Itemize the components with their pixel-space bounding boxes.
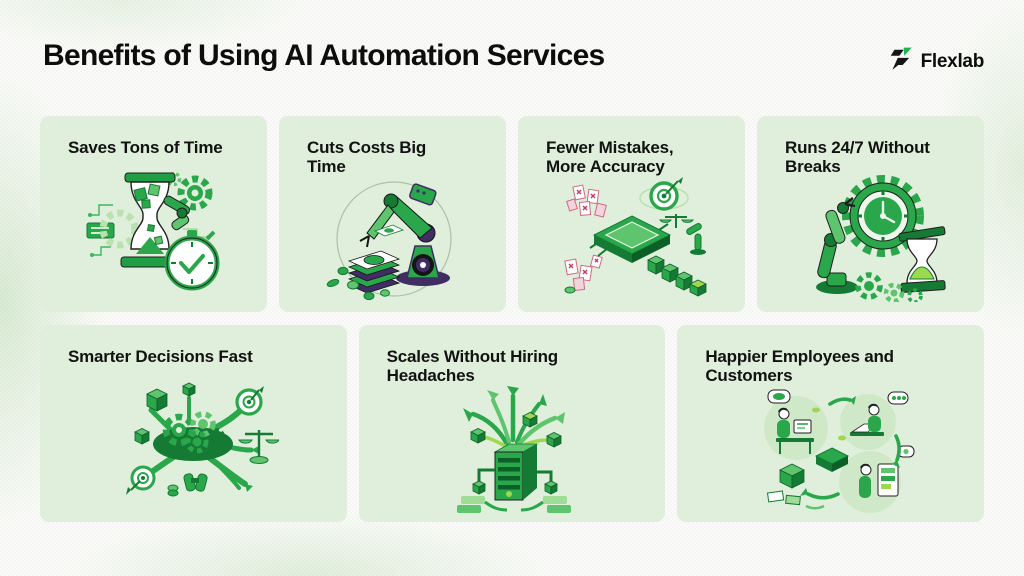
flexlab-arrow-bolt-icon	[888, 46, 914, 77]
card-title: Scales Without Hiring Headaches	[386, 347, 559, 386]
card-smarter-decisions: Smarter Decisions Fast	[40, 325, 347, 522]
robot-arm-clock-hourglass-illustration	[785, 175, 958, 303]
card-title: Smarter Decisions Fast	[68, 347, 253, 366]
card-title: Saves Tons of Time	[68, 138, 223, 157]
card-title: Fewer Mistakes, More Accuracy	[546, 138, 674, 177]
card-title: Runs 24/7 Without Breaks	[785, 138, 930, 177]
chip-target-error-docs-illustration	[546, 176, 719, 300]
brand-logo: Flexlab	[888, 46, 984, 77]
card-runs-247: Runs 24/7 Without Breaks	[757, 116, 984, 312]
gear-brain-arrows-illustration	[68, 366, 321, 510]
server-growth-tree-illustration	[387, 385, 640, 513]
header: Benefits of Using AI Automation Services…	[43, 40, 984, 77]
card-saves-time: Saves Tons of Time	[40, 116, 267, 312]
card-happier-people: Happier Employees and Customers	[677, 325, 984, 522]
page-title: Benefits of Using AI Automation Services	[43, 39, 605, 72]
hourglass-stopwatch-gears-illustration	[68, 157, 241, 300]
card-scales-hiring: Scales Without Hiring Headaches	[358, 325, 666, 522]
benefits-row-bottom: Smarter Decisions Fast	[40, 325, 984, 522]
card-fewer-mistakes: Fewer Mistakes, More Accuracy	[518, 116, 745, 312]
benefits-row-top: Saves Tons of Time	[40, 116, 984, 312]
card-title: Happier Employees and Customers	[705, 347, 894, 386]
brand-name: Flexlab	[920, 50, 985, 72]
robot-arm-money-stack-illustration	[307, 176, 480, 301]
card-cuts-costs: Cuts Costs Big Time	[279, 116, 506, 312]
card-title: Cuts Costs Big Time	[307, 138, 427, 177]
people-collaboration-illustration	[705, 385, 958, 513]
